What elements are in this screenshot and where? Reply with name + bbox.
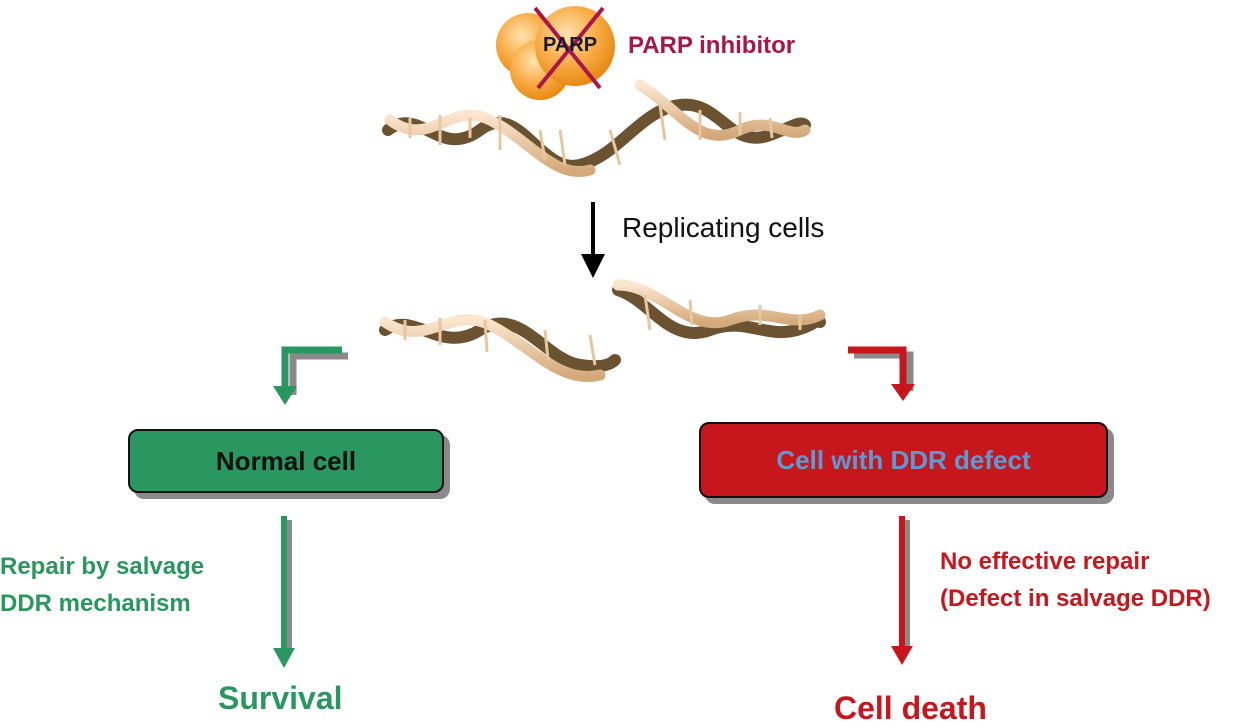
no-repair-label: No effective repair (Defect in salvage D… — [940, 543, 1211, 617]
normal-cell-label: Normal cell — [215, 445, 357, 476]
cell-death-outcome: Cell death — [834, 690, 987, 726]
normal-branch-arrow — [273, 346, 348, 405]
survival-arrow — [273, 516, 295, 668]
ddr-defect-cell-label: Cell with DDR defect — [776, 444, 1031, 475]
no-repair-line2: (Defect in salvage DDR) — [940, 585, 1211, 612]
salvage-repair-line2: DDR mechanism — [0, 590, 191, 617]
no-repair-line1: No effective repair — [940, 548, 1150, 575]
replicating-cells-label: Replicating cells — [622, 212, 825, 243]
defect-branch-arrow — [848, 346, 915, 401]
cell-death-arrow — [891, 516, 913, 665]
dna-single-strand-break-icon — [382, 79, 811, 177]
parp-label: PARP — [543, 34, 598, 56]
parp-inhibitor-label: PARP inhibitor — [628, 32, 796, 59]
ddr-defect-cell-box: Cell with DDR defect — [699, 422, 1108, 498]
normal-cell-box: Normal cell — [128, 429, 444, 493]
survival-outcome: Survival — [218, 680, 343, 716]
dna-double-strand-break-icon — [379, 279, 826, 382]
salvage-repair-line1: Repair by salvage — [0, 553, 205, 580]
inhibition-cross-icon — [533, 6, 605, 90]
salvage-repair-label: Repair by salvage DDR mechanism — [0, 548, 204, 622]
